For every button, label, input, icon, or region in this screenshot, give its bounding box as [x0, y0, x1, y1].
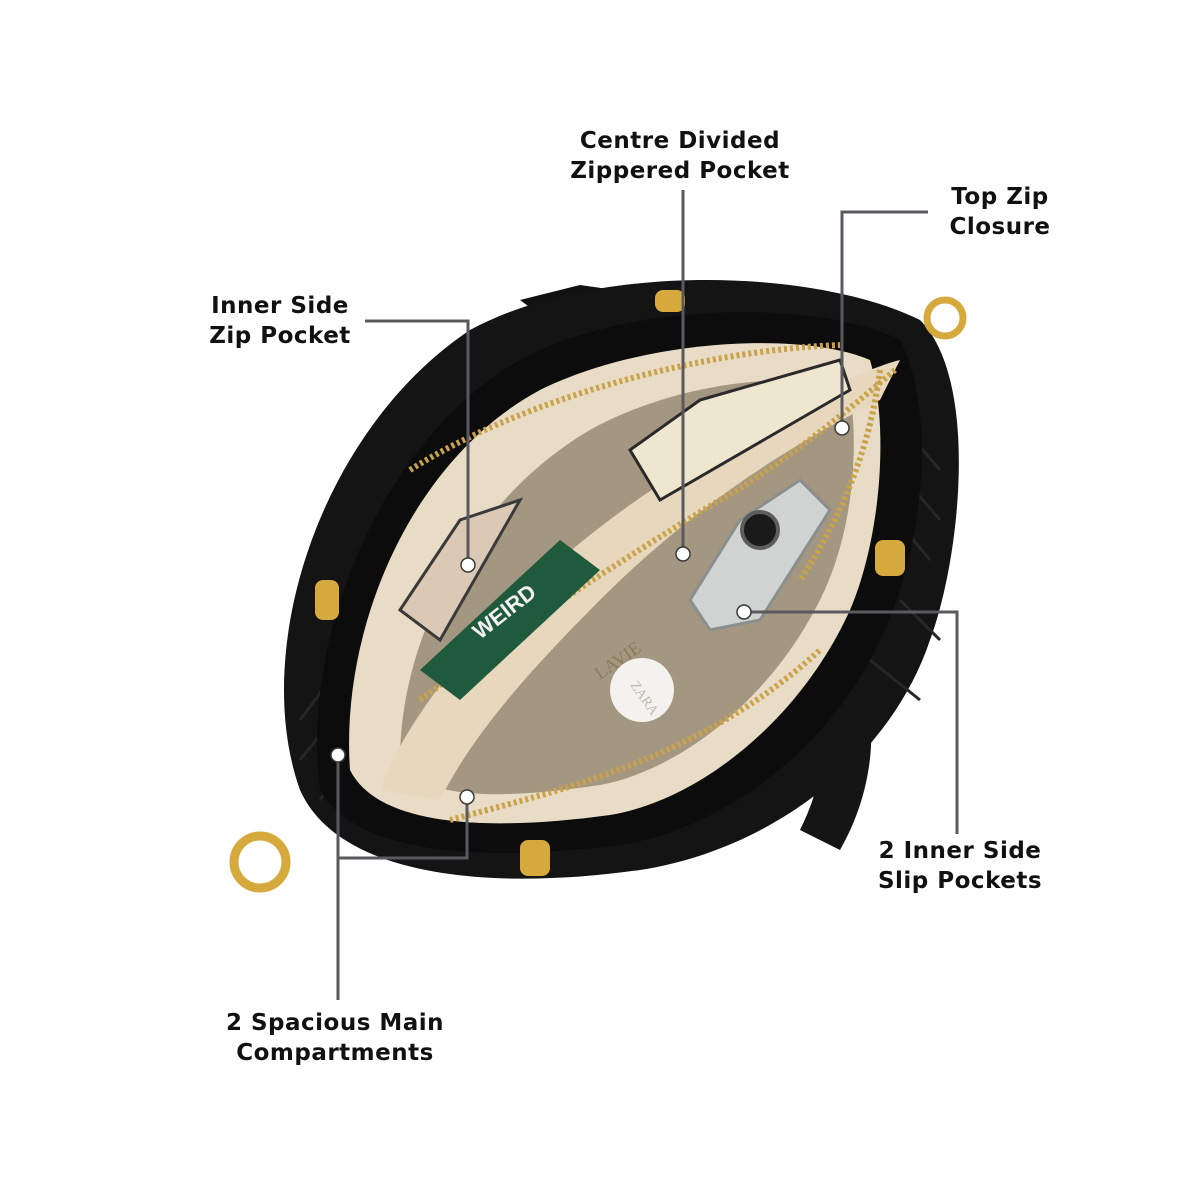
- round-case: ZARA: [610, 658, 674, 722]
- callout-inner-side-slip-pockets: 2 Inner Side Slip Pockets: [870, 836, 1050, 896]
- callout-line: Zippered Pocket: [570, 158, 790, 184]
- callout-line: 2 Inner Side: [878, 838, 1042, 864]
- phone: [397, 497, 524, 643]
- callout-line: Slip Pockets: [877, 868, 1043, 894]
- leader-centre-divided-zippered-pocket-dot: [675, 546, 691, 562]
- leader-spacious-main-compartments-a-dot: [330, 747, 346, 763]
- leader-top-zip-closure: [840, 210, 928, 428]
- callout-line: Compartments: [236, 1040, 434, 1066]
- callout-inner-side-zip-pocket: Inner Side Zip Pocket: [200, 291, 360, 351]
- leader-inner-side-zip-pocket: [365, 319, 470, 565]
- callout-line: 2 Spacious Main: [225, 1010, 445, 1036]
- perfume-bottle: [688, 478, 832, 632]
- clasp-top: [655, 290, 685, 312]
- callout-line: Inner Side: [211, 293, 349, 319]
- gold-hardware: [229, 290, 967, 893]
- leader-inner-side-slip-pockets: [744, 610, 959, 834]
- leader-spacious-main-compartments-b-dot: [459, 789, 475, 805]
- clasp-bottom: [520, 840, 550, 876]
- strap-ring-right: [923, 296, 967, 340]
- leader-spacious-main-compartments-b: [338, 797, 469, 860]
- strap-ring-left: [229, 831, 291, 893]
- callout-line: Closure: [949, 214, 1051, 240]
- callout-line: Centre Divided: [579, 128, 781, 154]
- leader-inner-side-zip-pocket-dot: [460, 557, 476, 573]
- callout-top-zip-closure: Top Zip Closure: [935, 182, 1065, 242]
- clasp-left: [315, 580, 339, 620]
- clasp-right: [875, 540, 905, 576]
- callout-line: Zip Pocket: [209, 323, 351, 349]
- zipper-tracks: [408, 342, 897, 823]
- leader-top-zip-closure-dot: [834, 420, 850, 436]
- leader-inner-side-slip-pockets-dot: [736, 604, 752, 620]
- callout-centre-divided-zippered-pocket: Centre Divided Zippered Pocket: [560, 126, 800, 186]
- callout-line: Top Zip: [951, 184, 1049, 210]
- notebook: [628, 358, 852, 503]
- callout-spacious-main-compartments: 2 Spacious Main Compartments: [220, 1008, 450, 1068]
- centre-divider-pocket: [380, 360, 900, 800]
